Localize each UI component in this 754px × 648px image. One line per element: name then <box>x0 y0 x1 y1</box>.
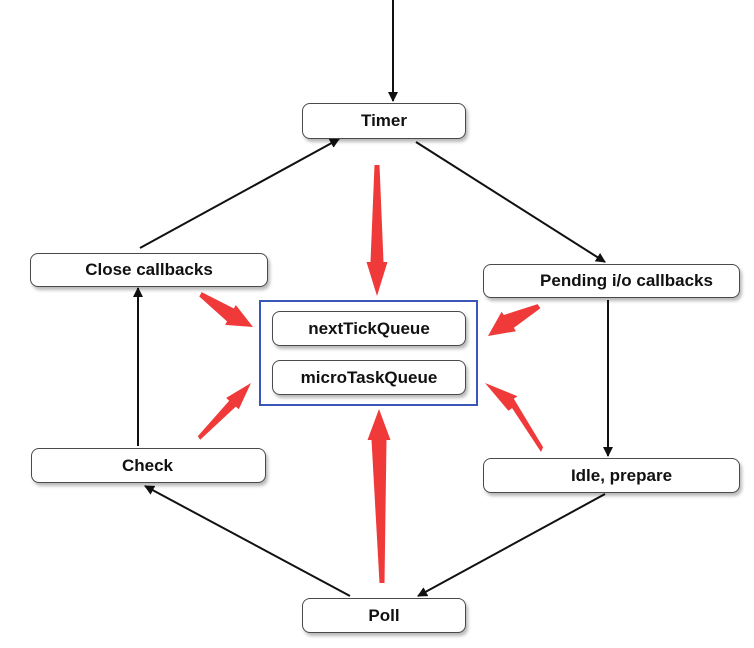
pending-queue-arrow <box>488 304 541 336</box>
queue-container <box>259 300 478 406</box>
flow-arrows <box>133 0 613 597</box>
close-callbacks-node: Close callbacks <box>30 253 268 287</box>
poll-node: Poll <box>302 598 466 633</box>
queue-arrows <box>197 165 544 583</box>
close-to-timer-arrow <box>139 138 340 249</box>
idle-to-poll-arrow <box>417 493 606 597</box>
poll-to-check-arrow <box>144 485 351 597</box>
timer-to-pending-arrow <box>415 141 606 263</box>
close-queue-arrow <box>199 292 253 327</box>
poll-queue-arrow <box>367 409 391 583</box>
idle-queue-arrow <box>485 383 544 452</box>
check-queue-arrow <box>197 383 251 440</box>
idle-prepare-node: Idle, prepare <box>483 458 740 493</box>
pending-io-callbacks-node: Pending i/o callbacks <box>483 264 740 298</box>
micro-task-queue-node: microTaskQueue <box>272 360 466 395</box>
timer-queue-arrow <box>366 165 388 296</box>
timer-node: Timer <box>302 103 466 139</box>
next-tick-queue-node: nextTickQueue <box>272 311 466 346</box>
check-node: Check <box>31 448 266 483</box>
